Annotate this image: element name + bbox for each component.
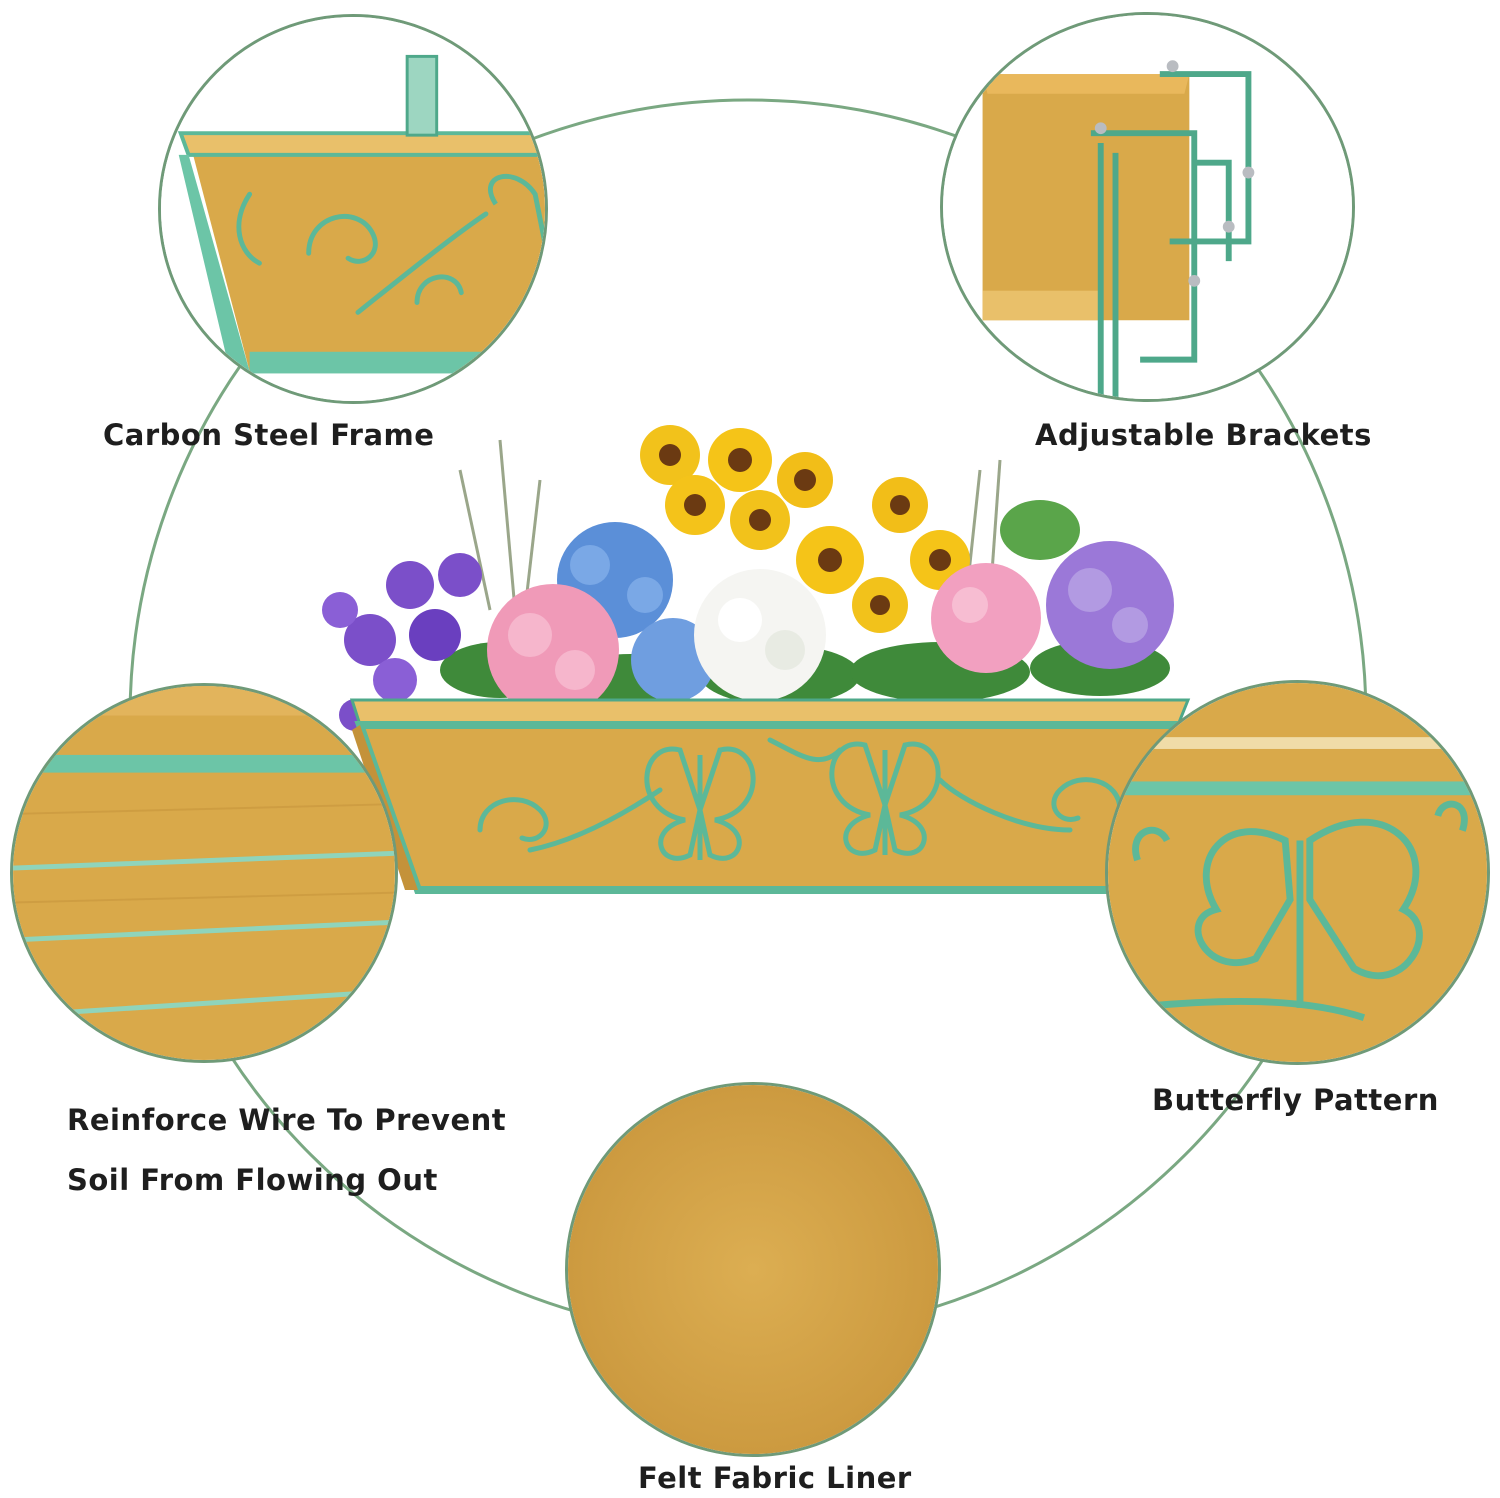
purple-hydrangea (1046, 541, 1174, 669)
adjustable-brackets-circle (940, 12, 1355, 402)
felt-closeup-image (568, 1085, 938, 1454)
adjustable-brackets-label: Adjustable Brackets (1035, 418, 1372, 452)
reinforce-wire-label-line2: Soil From Flowing Out (67, 1163, 438, 1197)
reinforce-wire-label: Reinforce Wire To Prevent Soil From Flow… (67, 1090, 506, 1210)
felt-fabric-liner-label: Felt Fabric Liner (638, 1461, 912, 1495)
yellow-daisies (640, 425, 970, 633)
frame-closeup-image (161, 17, 545, 401)
brackets-closeup-image (943, 15, 1352, 399)
reinforce-wire-circle (10, 683, 398, 1063)
butterfly-right (829, 741, 941, 856)
pink-hydrangea-right (931, 563, 1041, 673)
planter-box (349, 698, 1191, 894)
pink-hydrangea-left (487, 584, 619, 716)
carbon-steel-frame-label: Carbon Steel Frame (103, 418, 435, 452)
butterfly-pattern-circle (1105, 680, 1490, 1065)
butterfly-pattern-label: Butterfly Pattern (1152, 1083, 1439, 1117)
planter-with-flowers-image (300, 410, 1200, 920)
reinforce-wire-label-line1: Reinforce Wire To Prevent (67, 1103, 507, 1137)
butterfly-closeup-image (1108, 683, 1487, 1062)
small-blue-hydrangea (631, 618, 715, 702)
wire-closeup-image (13, 686, 395, 1060)
planter-illustration (322, 425, 1191, 894)
carbon-steel-frame-circle (158, 14, 548, 404)
butterfly-left (644, 746, 756, 861)
felt-liner-circle (565, 1082, 941, 1457)
white-hydrangea (694, 569, 826, 701)
